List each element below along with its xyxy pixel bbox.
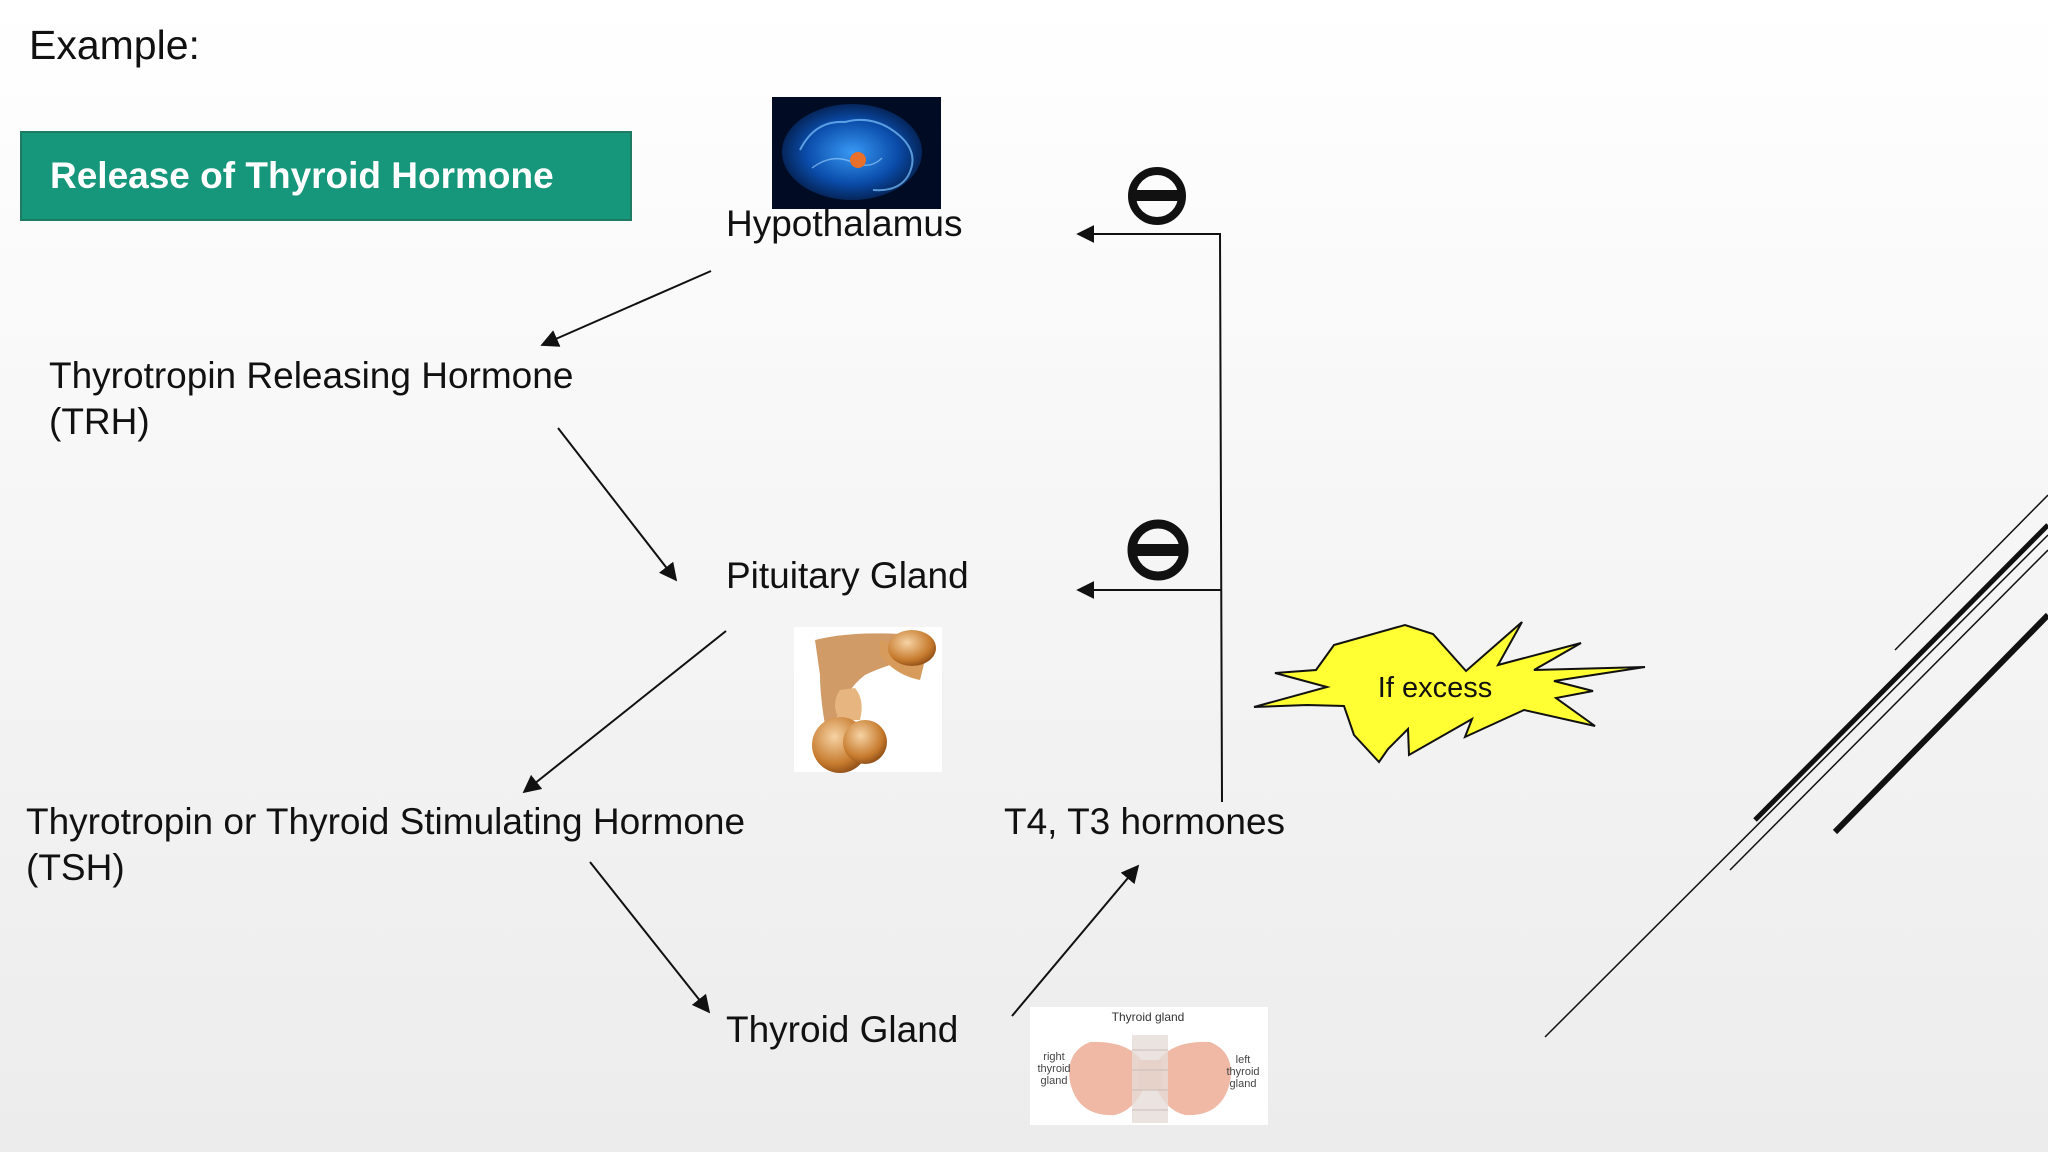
node-trh-line2: (TRH) xyxy=(49,401,150,442)
slide-title-box: Release of Thyroid Hormone xyxy=(20,131,632,221)
node-tsh-line1: Thyrotropin or Thyroid Stimulating Hormo… xyxy=(26,801,746,842)
node-trh: Thyrotropin Releasing Hormone (TRH) xyxy=(49,353,573,445)
arrow-thyroid-to-t4t3 xyxy=(1011,864,1140,1017)
burst-label: If excess xyxy=(1377,672,1493,704)
node-tsh: Thyrotropin or Thyroid Stimulating Hormo… xyxy=(26,799,745,891)
inhibit-symbol-hypothalamus xyxy=(1128,167,1186,225)
deco-line-3 xyxy=(1729,549,2048,871)
deco-line-4 xyxy=(1832,612,2048,835)
if-excess-burst xyxy=(1253,621,1646,764)
node-pituitary: Pituitary Gland xyxy=(726,555,969,596)
brain-image xyxy=(772,97,941,209)
arrow-trh-to-pituitary xyxy=(557,427,678,582)
deco-line-5 xyxy=(1544,534,2048,1038)
thyroid-img-left-3: gland xyxy=(1230,1078,1257,1090)
node-t4-t3: T4, T3 hormones xyxy=(1004,801,1286,842)
node-tsh-line2: (TSH) xyxy=(26,847,125,888)
deco-line-1 xyxy=(1894,494,2048,651)
thyroid-image: Thyroid gland right thyroid gland left t… xyxy=(1030,1007,1268,1125)
thyroid-img-right-1: right xyxy=(1043,1051,1064,1063)
node-thyroid: Thyroid Gland xyxy=(726,1009,959,1050)
thyroid-img-left-1: left xyxy=(1236,1054,1251,1066)
pituitary-image xyxy=(794,627,942,773)
thyroid-img-right-2: thyroid xyxy=(1037,1063,1070,1075)
decorative-lines xyxy=(1544,494,2048,1038)
inhibit-symbol-pituitary xyxy=(1127,519,1189,581)
thyroid-img-right-3: gland xyxy=(1041,1075,1068,1087)
arrow-hypothalamus-to-trh xyxy=(540,270,712,347)
feedback-arrow-hypothalamus xyxy=(1076,225,1223,803)
node-hypothalamus: Hypothalamus xyxy=(726,203,963,244)
arrow-tsh-to-thyroid xyxy=(589,861,711,1014)
node-trh-line1: Thyrotropin Releasing Hormone xyxy=(49,355,574,396)
thyroid-img-title: Thyroid gland xyxy=(1112,1010,1185,1024)
arrow-pituitary-to-tsh xyxy=(522,630,727,794)
thyroid-img-left-2: thyroid xyxy=(1226,1066,1259,1078)
slide-heading: Example: xyxy=(29,22,200,68)
deco-line-2 xyxy=(1753,523,2048,822)
